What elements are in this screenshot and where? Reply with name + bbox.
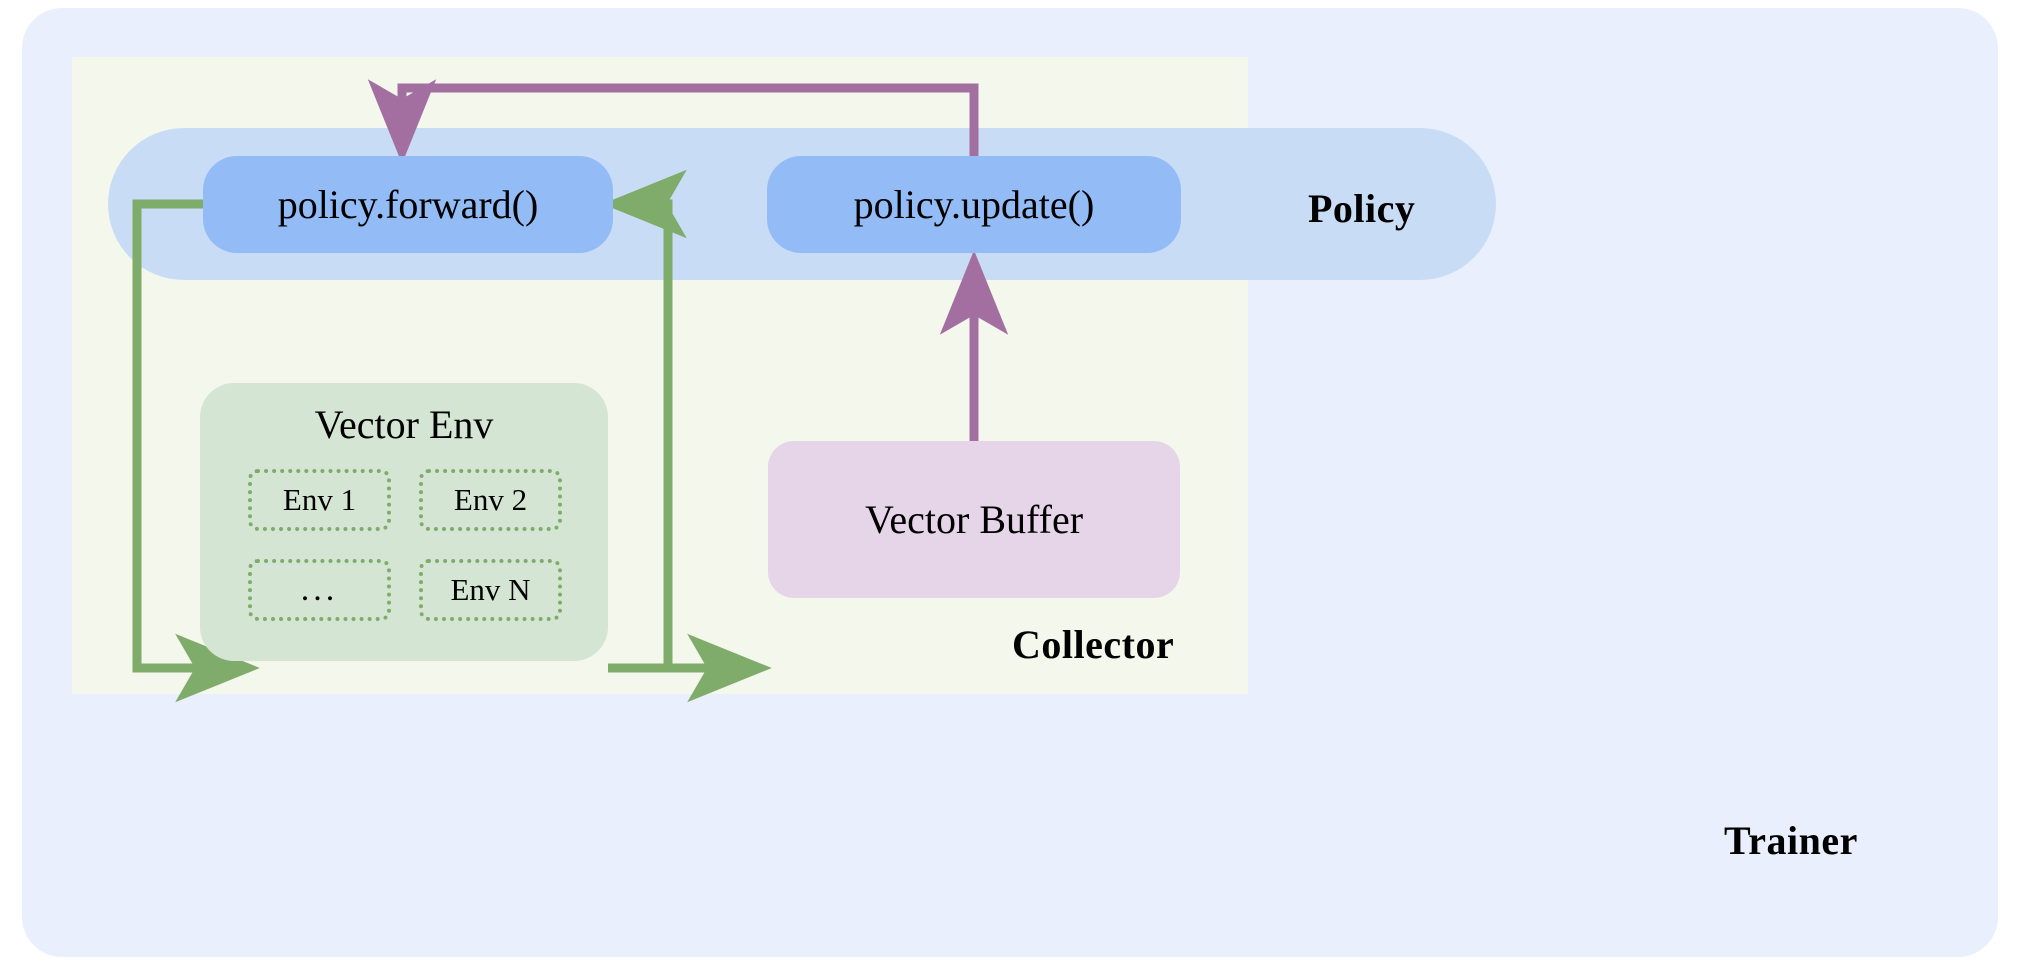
vector-env-title: Vector Env (314, 402, 494, 447)
env-cell-2[interactable]: Env 2 (419, 469, 562, 531)
env-cell-ellipsis[interactable]: ... (248, 559, 391, 621)
policy-forward-label: policy.forward() (277, 182, 539, 227)
env-cell-1[interactable]: Env 1 (248, 469, 391, 531)
policy-update-label: policy.update() (853, 182, 1095, 227)
env-grid: Env 1 Env 2 ... Env N (248, 469, 562, 621)
env-cell-1-label: Env 1 (282, 482, 357, 517)
policy-forward-node[interactable]: policy.forward() (203, 156, 613, 253)
env-cell-n[interactable]: Env N (419, 559, 562, 621)
vector-buffer-label: Vector Buffer (864, 497, 1084, 542)
vector-buffer-node[interactable]: Vector Buffer (768, 441, 1180, 598)
env-cell-2-label: Env 2 (453, 482, 528, 517)
env-cell-ellipsis-label: ... (300, 571, 339, 608)
policy-update-node[interactable]: policy.update() (767, 156, 1181, 253)
trainer-region-label: Trainer (1724, 818, 1858, 863)
policy-region-label: Policy (1308, 186, 1416, 231)
env-cell-n-label: Env N (450, 572, 531, 607)
collector-region-label: Collector (1012, 622, 1175, 667)
vector-env-node[interactable]: Vector Env Env 1 Env 2 ... Env N (200, 383, 608, 661)
